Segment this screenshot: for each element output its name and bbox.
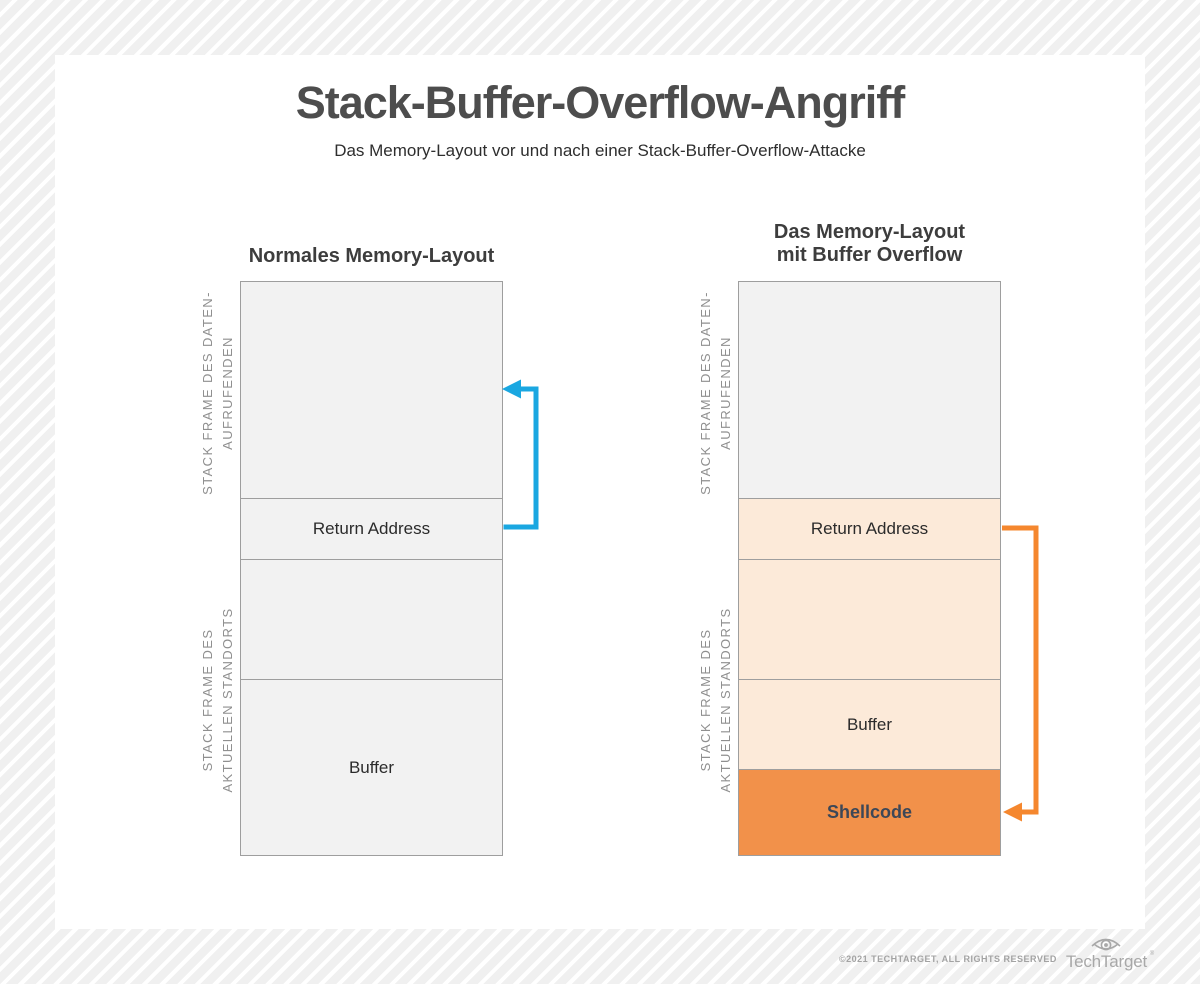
right-heading-line1: Das Memory-Layout xyxy=(773,221,966,243)
side-label-line: STACK FRAME DES DATEN- xyxy=(698,291,713,495)
left-memory-box: Return Address Buffer xyxy=(240,281,503,856)
return-arrow-line xyxy=(503,386,539,530)
page-subtitle: Das Memory-Layout vor und nach einer Sta… xyxy=(334,141,866,160)
buffer-label: Buffer xyxy=(348,757,395,777)
right-side-label-caller-frame: STACK FRAME DES DATEN- AUFRUFENDEN xyxy=(696,285,736,501)
right-row-buffer: Buffer xyxy=(739,679,1000,769)
right-row-caller-frame xyxy=(739,282,1000,498)
footer: ©2021 TECHTARGET, ALL RIGHTS RESERVED Te… xyxy=(838,936,1154,971)
hijack-arrow-head xyxy=(1003,802,1022,822)
right-row-shellcode: Shellcode xyxy=(739,769,1000,855)
side-label-line: AKTUELLEN STANDORTS xyxy=(718,607,733,793)
left-row-return-address: Return Address xyxy=(241,498,502,559)
return-arrow-head xyxy=(502,379,521,399)
page-title: Stack-Buffer-Overflow-Angriff xyxy=(295,77,906,128)
right-row-return-address: Return Address xyxy=(739,498,1000,559)
copyright-text: ©2021 TECHTARGET, ALL RIGHTS RESERVED xyxy=(838,954,1057,964)
right-heading-line2: mit Buffer Overflow xyxy=(776,244,963,266)
left-row-buffer: Buffer xyxy=(241,679,502,855)
eye-icon xyxy=(1091,938,1121,951)
right-memory-box: Return Address Buffer Shellcode xyxy=(738,281,1001,856)
left-side-label-caller-frame: STACK FRAME DES DATEN- AUFRUFENDEN xyxy=(198,285,238,501)
right-row-empty xyxy=(739,559,1000,679)
left-row-caller-frame xyxy=(241,282,502,498)
hijack-arrow-line xyxy=(1002,525,1039,815)
side-label-line: STACK FRAME DES xyxy=(698,628,713,772)
right-side-label-current-frame: STACK FRAME DES AKTUELLEN STANDORTS xyxy=(696,585,736,815)
left-side-label-current-frame: STACK FRAME DES AKTUELLEN STANDORTS xyxy=(198,585,238,815)
side-label-line: AKTUELLEN STANDORTS xyxy=(220,607,235,793)
brand-wordmark: TechTarget ® xyxy=(1065,951,1154,971)
brand-text: TechTarget xyxy=(1065,952,1147,971)
side-label-line: AUFRUFENDEN xyxy=(718,336,733,450)
return-address-label: Return Address xyxy=(312,519,431,538)
buffer-label: Buffer xyxy=(846,714,893,734)
return-arrow-icon xyxy=(502,379,539,530)
registered-mark: ® xyxy=(1149,951,1154,957)
infographic-card: Stack-Buffer-Overflow-Angriff Das Memory… xyxy=(55,55,1145,929)
left-diagram-heading: Normales Memory-Layout xyxy=(248,245,495,267)
techtarget-logo: TechTarget ® xyxy=(1065,936,1154,971)
side-label-line: STACK FRAME DES xyxy=(200,628,215,772)
side-label-line: AUFRUFENDEN xyxy=(220,336,235,450)
right-diagram-heading: Das Memory-Layout mit Buffer Overflow xyxy=(738,221,1001,267)
side-label-line: STACK FRAME DES DATEN- xyxy=(200,291,215,495)
left-row-empty xyxy=(241,559,502,679)
return-address-label: Return Address xyxy=(810,519,929,538)
hijack-arrow-icon xyxy=(1002,525,1039,822)
shellcode-label: Shellcode xyxy=(826,802,913,822)
